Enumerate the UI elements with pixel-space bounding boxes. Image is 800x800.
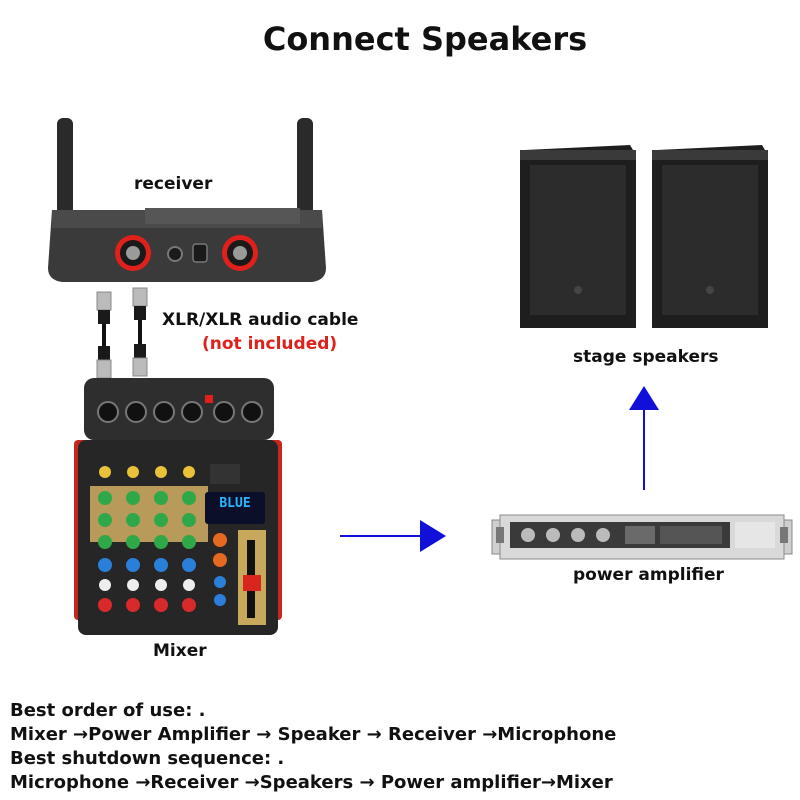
xlr-cables xyxy=(96,287,148,379)
headphone-jack xyxy=(167,246,183,262)
speakers-label: stage speakers xyxy=(573,347,719,367)
mixer-label: Mixer xyxy=(153,641,207,661)
shutdown-sequence: Microphone →Receiver →Speakers → Power a… xyxy=(10,772,613,793)
arrow-mixer-to-amplifier xyxy=(340,520,446,552)
receiver-device xyxy=(48,118,326,282)
power-jack xyxy=(192,243,208,263)
mixer-knobs xyxy=(90,466,227,612)
cable-label: XLR/XLR audio cable xyxy=(162,310,359,330)
mixer-top-panel xyxy=(84,378,274,440)
mixer-device xyxy=(74,378,282,635)
mixer-display-text: BLUE xyxy=(219,496,251,511)
arrow-amplifier-to-speakers xyxy=(629,386,659,490)
cable-note: (not included) xyxy=(202,334,338,354)
amplifier-label: power amplifier xyxy=(573,565,724,585)
master-fader-knob xyxy=(243,575,261,591)
receiver-label: receiver xyxy=(134,174,213,194)
speaker-right xyxy=(652,145,768,328)
stage-speakers xyxy=(520,145,768,328)
power-amplifier-device xyxy=(491,514,793,560)
use-order-heading: Best order of use: . xyxy=(10,700,206,721)
shutdown-heading: Best shutdown sequence: . xyxy=(10,748,285,769)
use-order-sequence: Mixer →Power Amplifier → Speaker → Recei… xyxy=(10,724,617,745)
speaker-left xyxy=(520,145,636,328)
mixer-display xyxy=(205,492,265,524)
page-title: Connect Speakers xyxy=(262,20,588,58)
